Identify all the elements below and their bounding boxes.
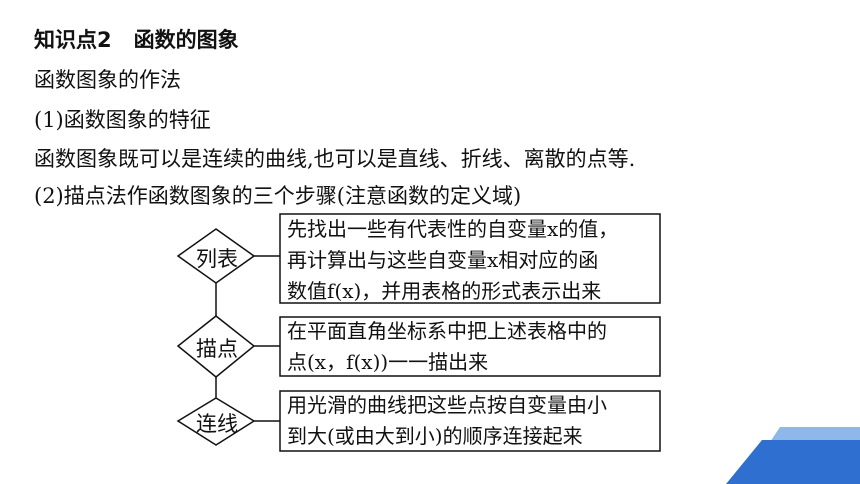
step-diamond — [176, 228, 256, 284]
paragraph-feature-title: (1)函数图象的特征 — [34, 108, 211, 132]
step-description-connect: 用光滑的曲线把这些点按自变量由小 到大(或由大到小)的顺序连接起来 — [287, 390, 607, 452]
step-box — [279, 316, 661, 377]
step-line: 点(x，f(x))一一描出来 — [287, 350, 489, 374]
step-diamond — [176, 397, 256, 446]
step-line: 再计算出与这些自变量x相对应的函 — [287, 248, 599, 272]
step-diamond — [176, 315, 256, 378]
knowledge-point-heading: 知识点2 函数的图象 — [34, 24, 239, 54]
step-description-list: 先找出一些有代表性的自变量x的值， 再计算出与这些自变量x相对应的函 数值f(x… — [287, 214, 618, 307]
step-box — [279, 390, 661, 452]
paragraph-feature-text: 函数图象既可以是连续的曲线,也可以是直线、折线、离散的点等. — [34, 147, 636, 171]
step-label-plot: 描点 — [196, 337, 238, 361]
subheading: 函数图象的作法 — [34, 68, 181, 92]
step-line: 数值f(x)，并用表格的形式表示出来 — [287, 279, 602, 303]
step-line: 先找出一些有代表性的自变量x的值， — [287, 217, 619, 241]
step-line: 用光滑的曲线把这些点按自变量由小 — [287, 393, 607, 417]
knowledge-point-title: 函数的图象 — [133, 28, 239, 52]
knowledge-point-label: 知识点2 — [34, 28, 112, 52]
step-line: 在平面直角坐标系中把上述表格中的 — [287, 319, 607, 343]
paragraph-steps-title: (2)描点法作函数图象的三个步骤(注意函数的定义域) — [34, 184, 522, 208]
step-description-plot: 在平面直角坐标系中把上述表格中的 点(x，f(x))一一描出来 — [287, 316, 607, 378]
step-label-list: 列表 — [196, 247, 238, 271]
step-line: 到大(或由大到小)的顺序连接起来 — [287, 424, 583, 448]
step-label-connect: 连线 — [196, 412, 238, 436]
step-box — [279, 213, 661, 304]
corner-decoration-dark — [726, 440, 860, 484]
